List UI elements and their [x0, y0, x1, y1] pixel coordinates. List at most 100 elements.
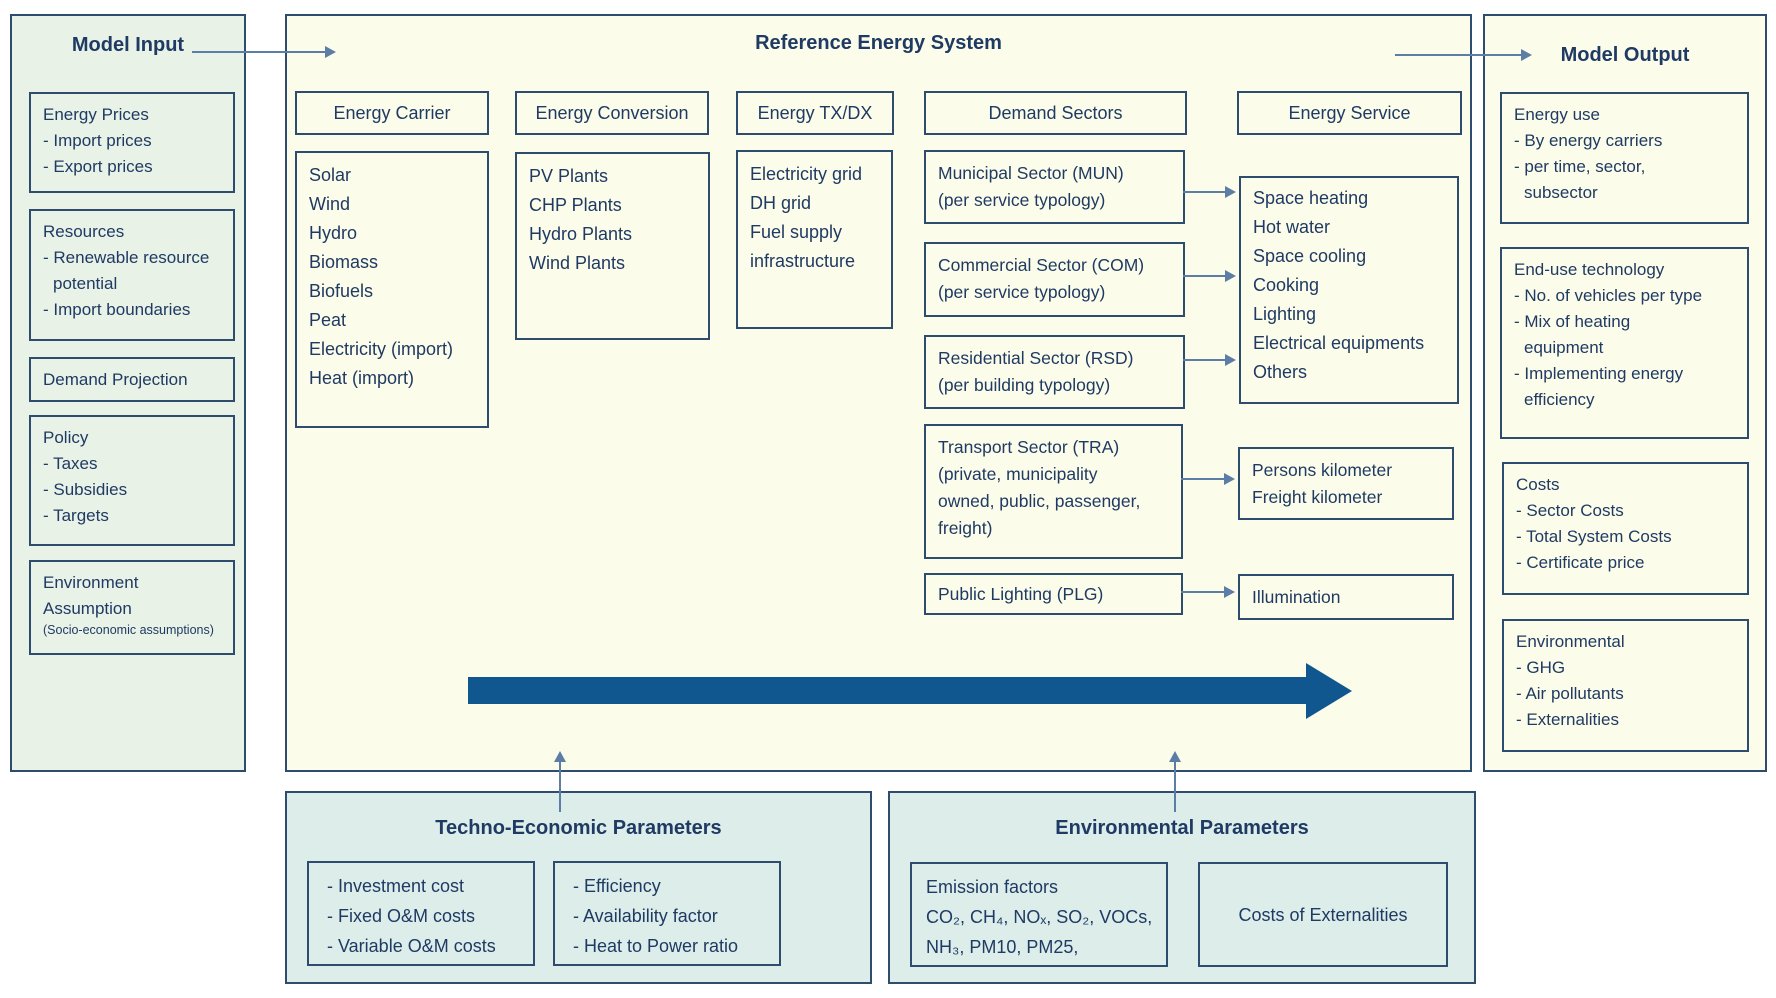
list-item: Peat: [309, 310, 347, 330]
text-line: equipment: [1524, 338, 1604, 357]
reference-energy-system-title: Reference Energy System: [755, 32, 1002, 54]
techno-params-up-arrow-icon: [554, 751, 566, 812]
text-line: Emission factors: [926, 877, 1059, 897]
text-line: (per service typology): [938, 282, 1106, 302]
list-item: Lighting: [1253, 304, 1317, 324]
text-line: - Import prices: [43, 131, 152, 150]
text-line: - Investment cost: [327, 876, 465, 896]
text-line: Energy use: [1514, 105, 1600, 124]
input-flow-arrow-icon: [192, 46, 336, 58]
list-item: Hot water: [1253, 217, 1331, 237]
header-label: Energy Conversion: [535, 102, 689, 123]
list-item: Others: [1253, 362, 1308, 382]
header-label: Energy Carrier: [333, 102, 451, 123]
header-label: Energy TX/DX: [757, 102, 873, 123]
list-item: Electrical equipments: [1253, 333, 1425, 353]
text-line: Demand Projection: [43, 369, 188, 389]
environmental-parameters-panel: Environmental Parameters Emission factor…: [888, 791, 1476, 984]
model-output-title: Model Output: [1560, 44, 1690, 66]
environment-assumption-box: Environment Assumption (Socio-economic a…: [29, 560, 235, 655]
model-input-panel: Model Input Energy Prices - Import price…: [10, 14, 246, 772]
text-line: NH₃, PM10, PM25,: [926, 937, 1079, 957]
environmental-parameters-title: Environmental Parameters: [1055, 817, 1309, 839]
rsd-to-service-arrow-icon: [1183, 354, 1236, 366]
text-line: freight): [938, 518, 993, 538]
energy-conversion-header: Energy Conversion: [515, 91, 709, 135]
list-item: Wind: [309, 194, 351, 214]
text-line: Residential Sector (RSD): [938, 348, 1134, 368]
text-line: Persons kilometer: [1252, 460, 1393, 480]
transport-sector-box: Transport Sector (TRA) (private, municip…: [924, 424, 1183, 559]
energy-prices-box: Energy Prices - Import prices - Export p…: [29, 92, 235, 193]
text-line: subsector: [1524, 183, 1598, 202]
text-line: (private, municipality: [938, 464, 1098, 484]
text-line: Costs of Externalities: [1238, 904, 1408, 925]
energy-txdx-box: Electricity grid DH grid Fuel supply inf…: [736, 150, 893, 329]
text-line: CO₂, CH₄, NOₓ, SO₂, VOCs,: [926, 907, 1153, 927]
list-item: Solar: [309, 165, 352, 185]
tra-to-service-arrow-icon: [1181, 473, 1235, 485]
text-line: - Export prices: [43, 157, 153, 176]
list-item: Heat (import): [309, 368, 415, 388]
resources-box: Resources - Renewable resource potential…: [29, 209, 235, 341]
text-line: Public Lighting (PLG): [938, 583, 1104, 604]
header-label: Energy Service: [1288, 102, 1411, 123]
emission-factors-box: Emission factors CO₂, CH₄, NOₓ, SO₂, VOC…: [910, 862, 1168, 967]
text-line: - GHG: [1516, 658, 1566, 677]
list-item: Biofuels: [309, 281, 374, 301]
text-line: - Externalities: [1516, 710, 1619, 729]
energy-flow-big-arrow-head-icon: [1306, 663, 1352, 719]
environmental-outputs-box: Environmental - GHG - Air pollutants - E…: [1502, 619, 1749, 752]
illumination-box: Illumination: [1238, 574, 1454, 620]
residential-sector-box: Residential Sector (RSD) (per building t…: [924, 335, 1185, 409]
text-line: - Variable O&M costs: [327, 936, 496, 956]
text-line: - Import boundaries: [43, 300, 191, 319]
text-line: owned, public, passenger,: [938, 491, 1141, 511]
text-line: - Efficiency: [573, 876, 661, 896]
commercial-sector-box: Commercial Sector (COM) (per service typ…: [924, 242, 1185, 317]
investment-costs-box: - Investment cost - Fixed O&M costs - Va…: [307, 861, 535, 966]
energy-carrier-header: Energy Carrier: [295, 91, 489, 135]
text-line: - Sector Costs: [1516, 501, 1624, 520]
text-line: - Implementing energy: [1514, 364, 1684, 383]
text-line: - Mix of heating: [1514, 312, 1631, 331]
techno-economic-panel: Techno-Economic Parameters - Investment …: [285, 791, 872, 984]
mun-to-service-arrow-icon: [1183, 186, 1236, 198]
text-line: - Fixed O&M costs: [327, 906, 476, 926]
demand-projection-box: Demand Projection: [29, 357, 235, 402]
text-line: - Air pollutants: [1516, 684, 1624, 703]
list-item: CHP Plants: [529, 195, 622, 215]
text-line: Energy Prices: [43, 105, 149, 124]
text-line: Assumption: [43, 599, 132, 618]
list-item: infrastructure: [750, 251, 856, 271]
text-line: - No. of vehicles per type: [1514, 286, 1703, 305]
text-line: - Total System Costs: [1516, 527, 1672, 546]
text-line: - Heat to Power ratio: [573, 936, 739, 956]
text-line: potential: [53, 274, 118, 293]
text-line: - Renewable resource: [43, 248, 210, 267]
externalities-costs-box: Costs of Externalities: [1198, 862, 1448, 967]
end-use-technology-box: End-use technology - No. of vehicles per…: [1500, 247, 1749, 439]
model-input-title: Model Input: [71, 34, 185, 56]
text-line: Municipal Sector (MUN): [938, 163, 1124, 183]
list-item: Space cooling: [1253, 246, 1367, 266]
demand-sectors-header: Demand Sectors: [924, 91, 1187, 135]
policy-box: Policy - Taxes - Subsidies - Targets: [29, 415, 235, 546]
efficiency-box: - Efficiency - Availability factor - Hea…: [553, 861, 781, 966]
text-line: (per service typology): [938, 190, 1106, 210]
municipal-sector-box: Municipal Sector (MUN) (per service typo…: [924, 150, 1185, 224]
text-line: - per time, sector,: [1514, 157, 1646, 176]
energy-service-header: Energy Service: [1237, 91, 1462, 135]
text-line: (Socio-economic assumptions): [43, 623, 214, 637]
text-line: Commercial Sector (COM): [938, 255, 1145, 275]
list-item: Biomass: [309, 252, 379, 272]
text-line: - Targets: [43, 506, 109, 525]
text-line: Environmental: [1516, 632, 1625, 651]
text-line: Environment: [43, 573, 139, 592]
list-item: Electricity grid: [750, 164, 863, 184]
plg-to-service-arrow-icon: [1181, 586, 1235, 598]
list-item: Cooking: [1253, 275, 1320, 295]
energy-use-box: Energy use - By energy carriers - per ti…: [1500, 92, 1749, 224]
list-item: Space heating: [1253, 188, 1369, 208]
